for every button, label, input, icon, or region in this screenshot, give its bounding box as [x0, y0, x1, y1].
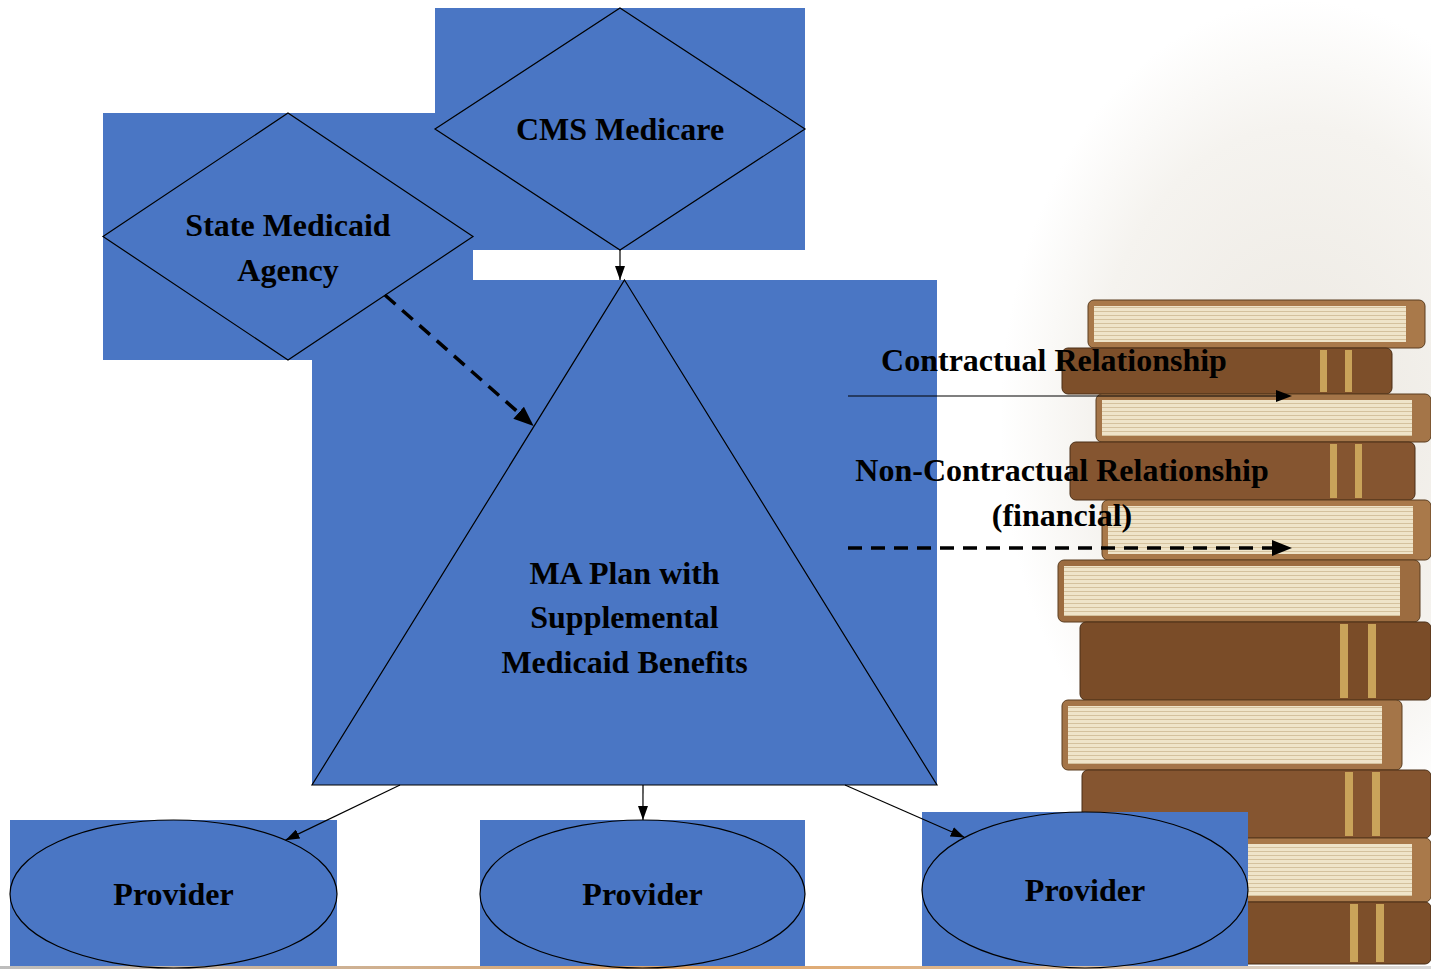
book-band: [1340, 624, 1348, 698]
node-label: CMS Medicare: [470, 107, 770, 152]
ellipse-outline: [10, 820, 337, 968]
decision-diamond: State Medicaid Agency: [103, 113, 473, 360]
diamond-outline: [103, 113, 473, 360]
legend-entry: Contractual Relationship: [834, 338, 1274, 383]
footer-rule: [0, 966, 1431, 969]
book-cover: [1062, 700, 1402, 770]
legend-label: Contractual Relationship: [834, 338, 1274, 383]
label-holder: Provider: [513, 872, 773, 917]
node-label: MA Plan with Supplemental Medicaid Benef…: [470, 551, 780, 685]
legend-solid-line: [848, 395, 1278, 396]
contract-arrow: [285, 785, 400, 840]
contract-arrow: [619, 250, 620, 280]
node-label: Provider: [44, 872, 304, 917]
label-holder: Provider: [44, 872, 304, 917]
book-cover: [1058, 560, 1420, 622]
legend-arrowhead: [1272, 540, 1292, 556]
provider-ellipse: Provider: [480, 820, 805, 968]
book-band: [1368, 624, 1376, 698]
book-cover: [1102, 500, 1431, 560]
node-label: Provider: [955, 868, 1215, 913]
book-band: [1350, 904, 1358, 962]
label-holder: CMS Medicare: [470, 107, 770, 152]
book-pages: [1102, 400, 1412, 436]
provider-ellipse: Provider: [922, 812, 1248, 968]
contract-arrow: [845, 785, 965, 837]
legend-label: Non-Contractual Relationship (financial): [842, 448, 1282, 538]
blue-panel: [480, 820, 805, 969]
connector-group: [285, 250, 964, 840]
legend-arrowhead: [1276, 390, 1292, 402]
label-holder: Provider: [955, 868, 1215, 913]
book-band: [1345, 350, 1352, 392]
label-holder: State Medicaid Agency: [158, 203, 418, 293]
book-backdrop: [1000, 0, 1431, 840]
book-band: [1355, 444, 1362, 498]
book-pages: [1068, 706, 1382, 764]
diamond-outline: [435, 8, 805, 250]
blue-panel: [922, 812, 1248, 969]
blue-panel: [10, 820, 337, 969]
book-pages: [1094, 306, 1406, 342]
node-label: State Medicaid Agency: [158, 203, 418, 293]
legend-entry: Non-Contractual Relationship (financial): [842, 448, 1282, 538]
financial-arrow: [385, 295, 526, 419]
book-band: [1372, 772, 1380, 836]
legend-dashed-line: [848, 546, 1274, 550]
contract-arrow: [642, 785, 643, 820]
node-label: Provider: [513, 872, 773, 917]
book-cover: [1088, 300, 1425, 348]
decision-diamond: CMS Medicare: [435, 8, 805, 250]
ellipse-outline: [922, 812, 1248, 968]
book-cover: [1096, 394, 1431, 442]
book-pages: [1064, 566, 1400, 616]
label-holder: MA Plan with Supplemental Medicaid Benef…: [470, 551, 780, 685]
provider-ellipse: Provider: [10, 820, 337, 968]
book-band: [1376, 904, 1384, 962]
triangle-outline: [312, 280, 937, 785]
blue-panel: [312, 280, 937, 785]
book-band: [1330, 444, 1337, 498]
book-spine: [1080, 622, 1431, 700]
book-band: [1345, 772, 1353, 836]
shape-outline: [312, 280, 937, 785]
ellipse-outline: [480, 820, 805, 968]
book-band: [1320, 350, 1327, 392]
plan-triangle: MA Plan with Supplemental Medicaid Benef…: [312, 280, 937, 785]
blue-panel: [435, 8, 805, 250]
